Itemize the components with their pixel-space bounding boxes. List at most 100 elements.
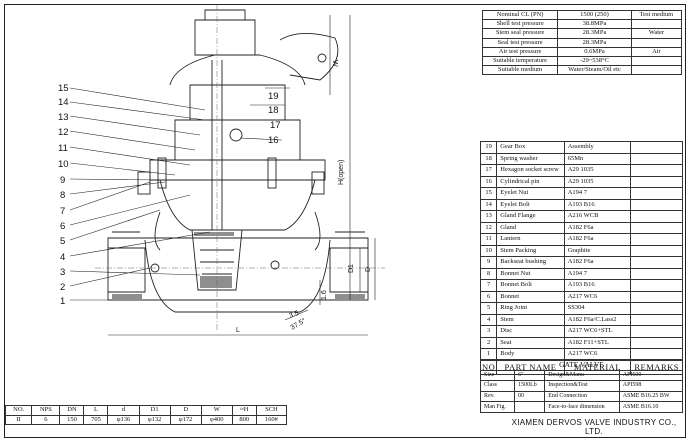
part-name: Gland	[496, 221, 565, 234]
part-material: A216 WCB	[563, 210, 632, 223]
part-no: 6	[479, 290, 498, 303]
part-name: Backseat bushing	[496, 256, 565, 269]
part-remarks	[630, 164, 683, 177]
part-no: 12	[479, 221, 498, 234]
callout-9: 9	[60, 175, 65, 186]
dims-header: d	[107, 405, 140, 416]
spec-cell	[630, 65, 683, 76]
callout-16: 16	[268, 135, 279, 146]
spec-cell	[630, 19, 683, 30]
dims-header: D1	[138, 405, 171, 416]
part-remarks	[630, 210, 683, 223]
part-no: 17	[479, 164, 498, 177]
part-no: 2	[479, 336, 498, 349]
part-name: Hexagon socket screw	[496, 164, 565, 177]
part-remarks	[630, 233, 683, 246]
part-no: 13	[479, 210, 498, 223]
title-cell: API598	[618, 380, 684, 392]
part-material: Graphite	[563, 244, 632, 257]
title-cell: Face-to-face dimension	[544, 401, 620, 413]
callout-14: 14	[58, 97, 69, 108]
callout-11: 11	[58, 143, 68, 154]
part-name: Eyelet Nut	[496, 187, 565, 200]
title-cell: 00	[514, 390, 546, 403]
title-cell: Design&Manu	[544, 369, 620, 382]
part-name: Bonnet Bolt	[496, 279, 565, 292]
title-cell: Man Fig.	[479, 401, 516, 413]
part-remarks	[630, 279, 683, 292]
spec-cell: -29~538°C	[557, 55, 632, 67]
dim-label-w: W	[331, 60, 338, 67]
part-no: 19	[479, 141, 498, 154]
part-remarks	[630, 302, 683, 315]
part-name: Bonnet Nut	[496, 267, 565, 280]
part-no: 15	[479, 187, 498, 200]
spec-cell: Air test pressure	[481, 46, 559, 57]
title-cell: 1500Lb	[514, 380, 546, 392]
part-material: A182 F11+STL	[563, 336, 632, 349]
title-cell: Class	[479, 380, 516, 392]
part-remarks	[630, 152, 683, 165]
title-cell: Rev.	[479, 390, 516, 403]
part-material: A193 B16	[563, 198, 632, 211]
title-cell	[514, 401, 546, 413]
drawing-sheet	[4, 4, 686, 438]
company-name: XIAMEN DERVOS VALVE INDUSTRY CO., LTD.	[511, 418, 677, 436]
spec-cell: Suitable temperature	[481, 55, 559, 67]
part-remarks	[630, 290, 683, 303]
part-remarks	[630, 141, 683, 154]
part-material: Assembly	[563, 141, 632, 154]
callout-10: 10	[58, 159, 69, 170]
part-remarks	[630, 198, 683, 211]
callout-1: 1	[60, 296, 65, 307]
callout-8: 8	[60, 190, 65, 201]
part-no: 10	[479, 244, 498, 257]
part-name: Gland Flange	[496, 210, 565, 223]
dims-value: φ172	[169, 414, 202, 426]
part-remarks	[630, 313, 683, 326]
dims-header: W	[200, 405, 233, 416]
part-remarks	[630, 221, 683, 234]
callout-19: 19	[268, 91, 279, 102]
spec-cell: 28.3MPa	[557, 28, 632, 39]
spec-cell: 28.3MPa	[557, 37, 632, 48]
callout-15: 15	[58, 83, 69, 94]
part-remarks	[630, 256, 683, 269]
callout-7: 7	[60, 206, 65, 217]
dims-value: φ132	[138, 414, 171, 426]
spec-cell: 1500 (250)	[557, 9, 632, 21]
part-name: Lantern	[496, 233, 565, 246]
part-remarks	[630, 244, 683, 257]
part-no: 7	[479, 279, 498, 292]
part-no: 4	[479, 313, 498, 326]
dims-header: ≈H	[231, 405, 257, 416]
title-cell: Inspection&Test	[544, 380, 620, 392]
part-remarks	[630, 267, 683, 280]
dims-header: D	[169, 405, 202, 416]
spec-row: Nominal CL (PN)1500 (250)Test medium	[481, 9, 683, 21]
dim-label-h: H(open)	[338, 160, 345, 185]
part-no: 5	[479, 302, 498, 315]
part-material: A217 WC6	[563, 290, 632, 303]
dim-label-l: L	[236, 327, 240, 334]
callout-13: 13	[58, 112, 69, 123]
part-material: A182 F6a	[563, 221, 632, 234]
part-name: Stem	[496, 313, 565, 326]
spec-cell: 38.8MPa	[557, 19, 632, 30]
